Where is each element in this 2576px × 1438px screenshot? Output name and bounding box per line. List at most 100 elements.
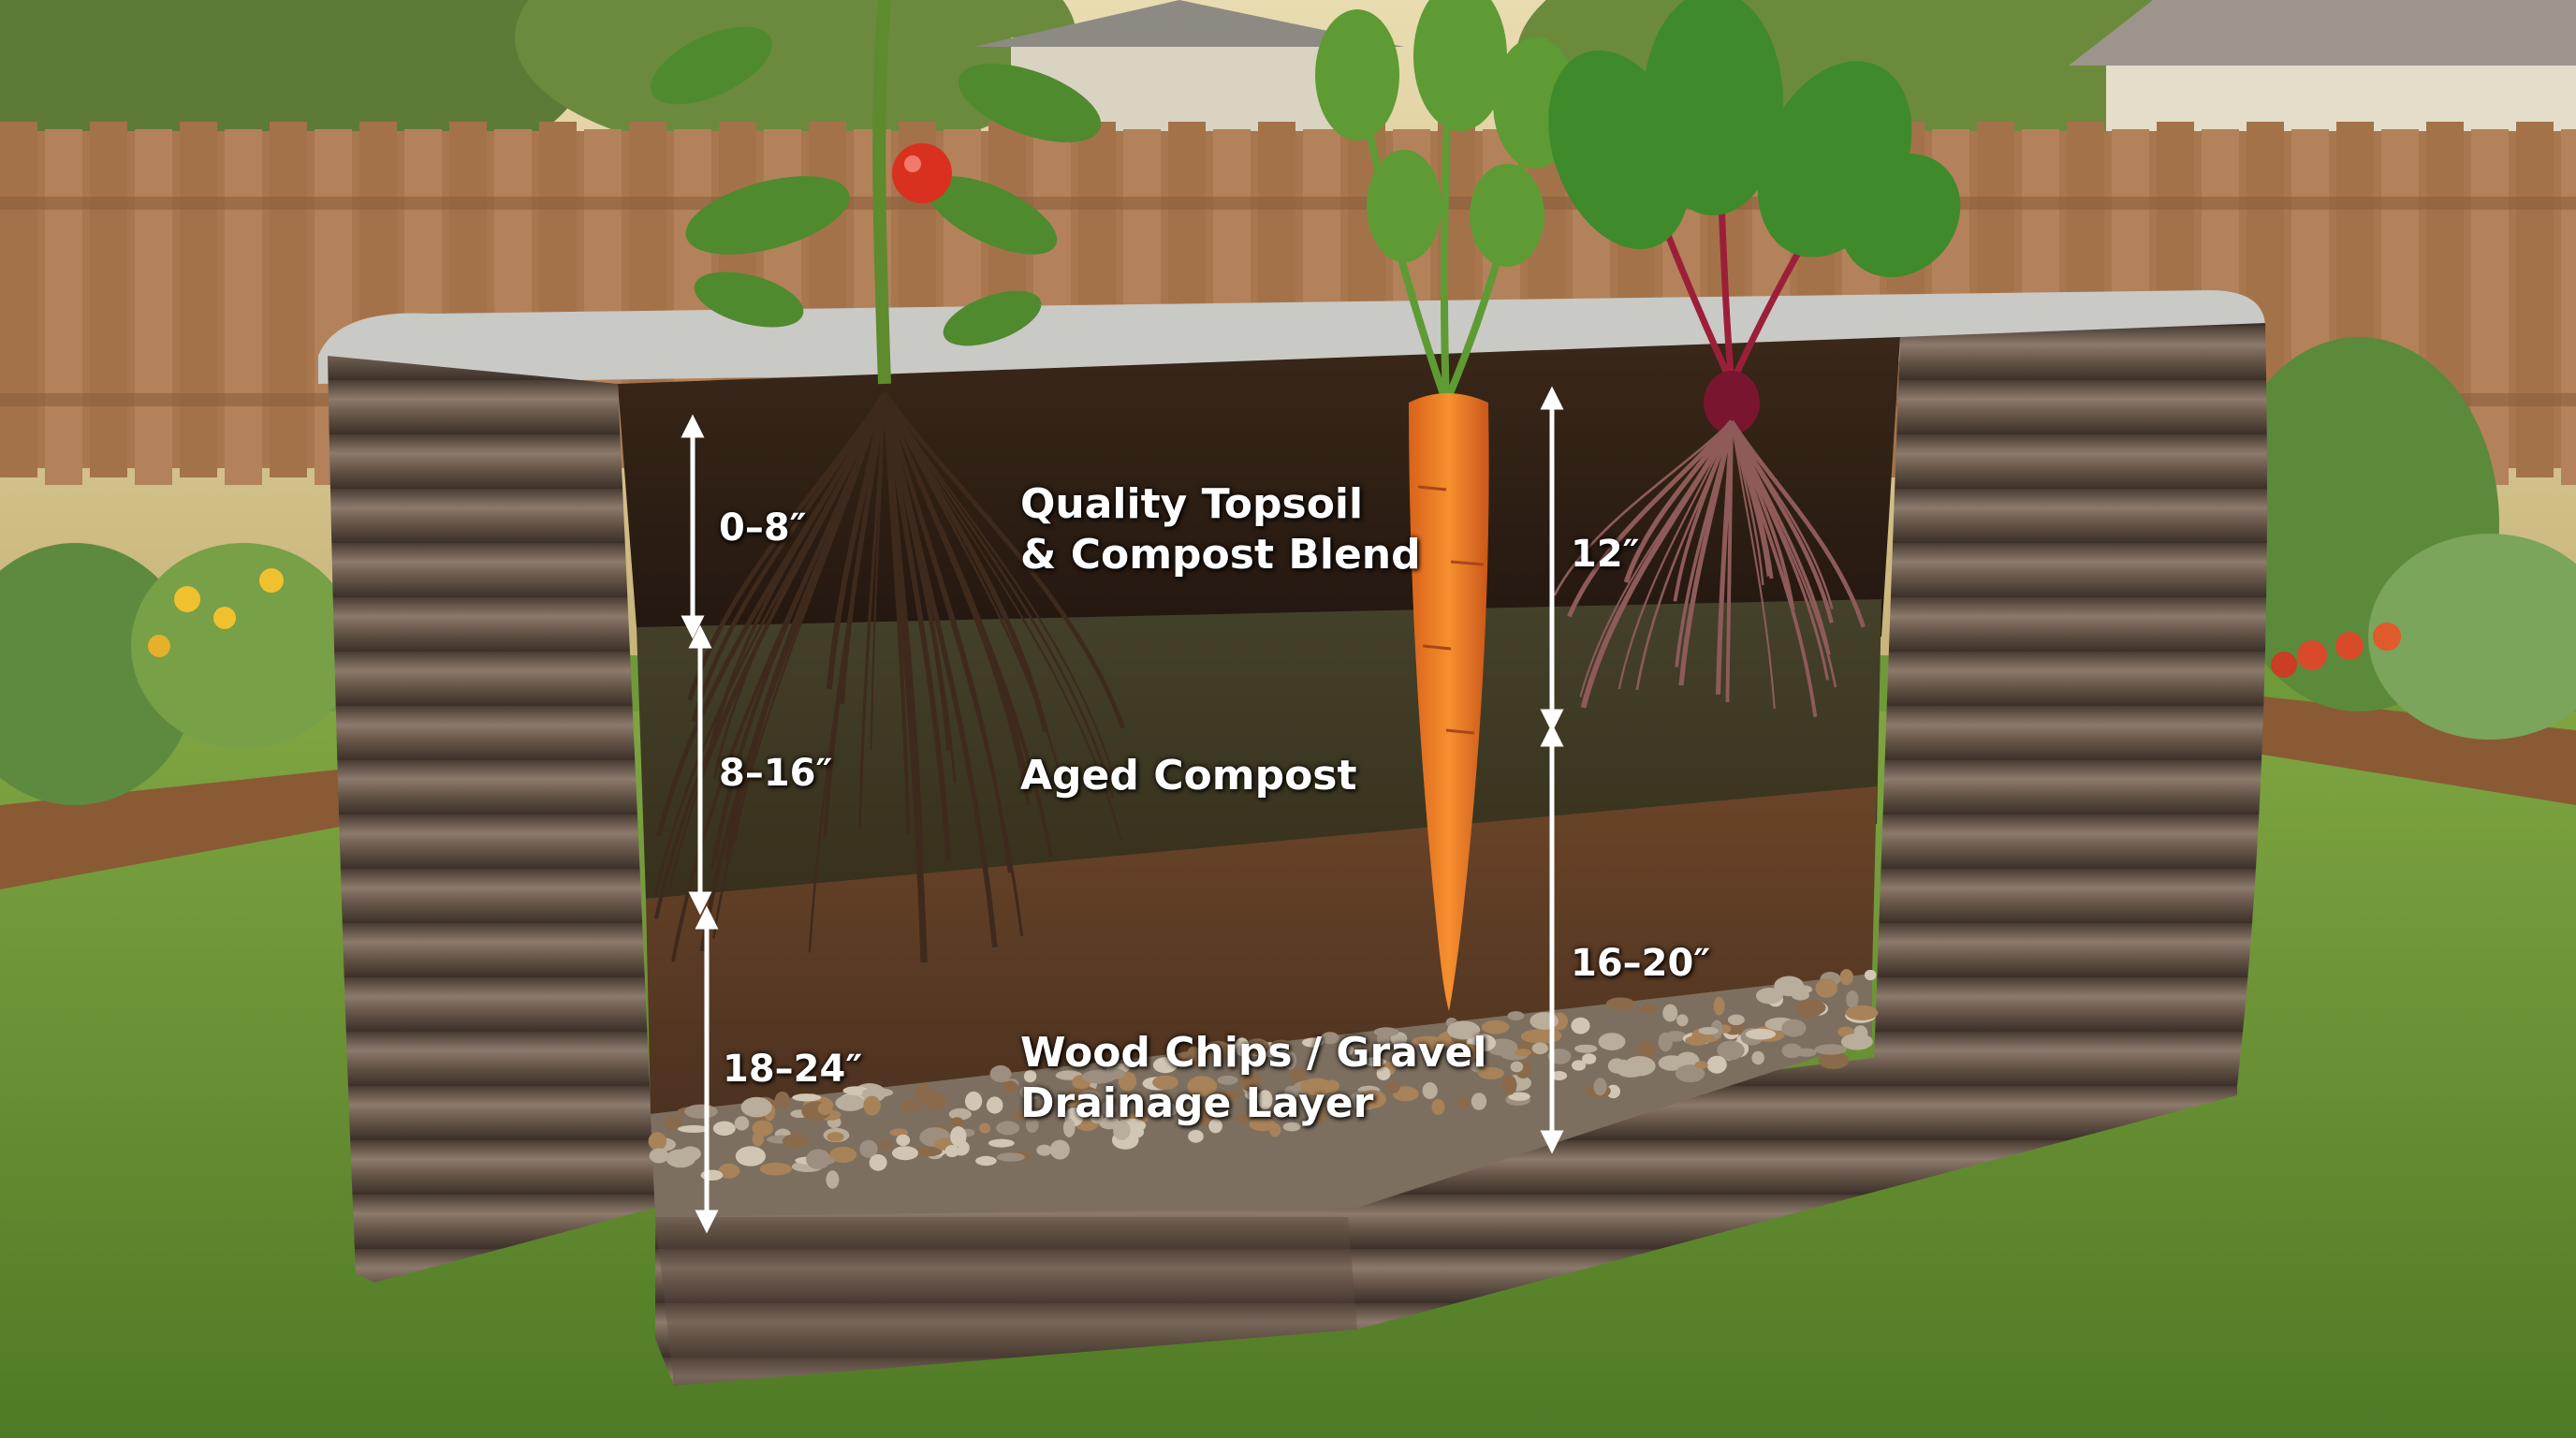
- gravel-stone: [1781, 1043, 1803, 1059]
- gravel-stone: [1238, 1071, 1261, 1092]
- gravel-stone: [1447, 1020, 1481, 1040]
- fence-picket: [2516, 122, 2554, 477]
- gravel-stone: [1202, 1040, 1233, 1061]
- gravel-stone: [1456, 1097, 1471, 1108]
- dimension-arrows: [681, 386, 1564, 1234]
- gravel-stone: [1605, 997, 1635, 1011]
- gravel-stone: [1471, 1093, 1487, 1110]
- gravel-stone: [1745, 1028, 1777, 1040]
- gravel-stone: [835, 1094, 865, 1111]
- root-strand: [883, 392, 1031, 789]
- gravel-stone: [827, 1132, 844, 1142]
- gravel-stone: [1376, 1066, 1391, 1080]
- carrot-root: [1409, 393, 1489, 1011]
- gravel-stone: [1025, 1117, 1039, 1133]
- background-garden-bed-left: [0, 543, 356, 889]
- layer-label-drainage-line2: Drainage Layer: [1020, 1078, 1374, 1127]
- fence-picket: [180, 122, 217, 477]
- gravel-stone: [649, 1148, 669, 1164]
- gravel-stone: [1514, 1049, 1532, 1057]
- root-strand: [883, 392, 1115, 800]
- gravel-stone: [718, 1163, 740, 1179]
- gravel-stone: [1727, 1014, 1745, 1026]
- gravel-stone: [892, 1146, 918, 1161]
- gravel-stone: [863, 1095, 881, 1116]
- gravel-stone: [996, 1121, 1020, 1136]
- gravel-stone: [1781, 1019, 1807, 1037]
- gravel-stone: [1839, 969, 1853, 986]
- gravel-stone: [664, 1116, 682, 1131]
- gravel-stone: [1864, 969, 1877, 981]
- root-strand: [840, 392, 887, 704]
- gravel-stone: [1676, 1014, 1689, 1027]
- gravel-stone: [829, 1146, 857, 1164]
- gravel-stone: [1606, 1084, 1620, 1099]
- gravel-stone: [1582, 1053, 1597, 1064]
- root-strand: [1725, 420, 1734, 702]
- gravel-stone: [1593, 1078, 1607, 1096]
- gravel-stone: [979, 1123, 991, 1134]
- gravel-stone: [1510, 1061, 1524, 1073]
- gravel-stone: [1360, 1057, 1386, 1066]
- depth-label-layer-3: 18–24″: [723, 1048, 863, 1091]
- gravel-stone: [815, 1156, 835, 1166]
- gravel-stone: [1358, 1090, 1386, 1108]
- gravel-stone: [752, 1131, 765, 1147]
- gravel-stone: [1637, 1040, 1656, 1059]
- gravel-stone: [1269, 1123, 1281, 1137]
- gravel-stone: [1012, 1110, 1031, 1120]
- gravel-stone: [1751, 1050, 1764, 1065]
- raised-bed: [318, 290, 2267, 1386]
- depth-label-layer-1: 0–8″: [719, 506, 807, 550]
- gravel-stone: [950, 1126, 967, 1147]
- gravel-stone: [842, 1086, 869, 1095]
- gravel-stone: [1099, 1101, 1118, 1116]
- gravel-stone: [915, 1082, 932, 1104]
- gravel-stone: [915, 1146, 943, 1157]
- fence-picket: [2561, 129, 2576, 485]
- fence-picket: [225, 129, 262, 485]
- gravel-stone: [1003, 1080, 1018, 1093]
- gravel-stone: [1076, 1090, 1103, 1109]
- root-strand: [1678, 420, 1734, 686]
- gravel-stone: [1623, 1056, 1656, 1077]
- layer-label-aged-compost: Aged Compost: [1020, 752, 1357, 800]
- gravel-stone: [900, 1100, 921, 1112]
- root-strand: [1730, 420, 1834, 624]
- gravel-stone: [1061, 1094, 1086, 1107]
- gravel-stone: [1662, 1004, 1678, 1022]
- gravel-stone: [1507, 1011, 1525, 1020]
- gravel-stone: [965, 1091, 983, 1111]
- gravel-stone: [1791, 990, 1809, 1001]
- gravel-stone: [1282, 1050, 1297, 1070]
- gravel-stone: [1500, 1075, 1517, 1095]
- gravel-stone: [735, 1146, 767, 1167]
- gravel-stone: [1234, 1037, 1250, 1056]
- gravel-stone: [1090, 1111, 1104, 1123]
- layer-label-topsoil-line1: Quality Topsoil: [1020, 480, 1364, 528]
- layer-label-drainage: Wood Chips / Gravel Drainage Layer: [1020, 1028, 1486, 1128]
- gravel-stone: [1321, 1032, 1339, 1045]
- gravel-stone: [1675, 1064, 1705, 1083]
- carrot-plant: [1315, 0, 1577, 1011]
- gravel-stone: [975, 1155, 997, 1167]
- gravel-stone: [774, 1091, 790, 1109]
- gravel-stone: [1376, 1030, 1390, 1049]
- layer-label-topsoil: Quality Topsoil & Compost Blend: [1020, 479, 1421, 580]
- gravel-stone: [740, 1096, 772, 1118]
- gravel-stone: [1245, 1038, 1269, 1056]
- tomato-fruit: [892, 143, 952, 203]
- gravel-stone: [1257, 1090, 1273, 1109]
- gravel-stone: [1639, 1005, 1659, 1014]
- gravel-stone: [1431, 1099, 1445, 1115]
- gravel-stone: [1481, 1020, 1510, 1034]
- gravel-stone: [680, 1146, 701, 1162]
- layer-label-topsoil-line2: & Compost Blend: [1020, 530, 1421, 579]
- gravel-stone: [826, 1170, 840, 1189]
- root-strand: [1623, 419, 1734, 583]
- root-strand: [1730, 419, 1866, 628]
- gravel-stone: [817, 1102, 832, 1115]
- root-strand: [882, 392, 998, 948]
- gravel-stone: [1188, 1129, 1204, 1143]
- root-strand: [882, 391, 1048, 732]
